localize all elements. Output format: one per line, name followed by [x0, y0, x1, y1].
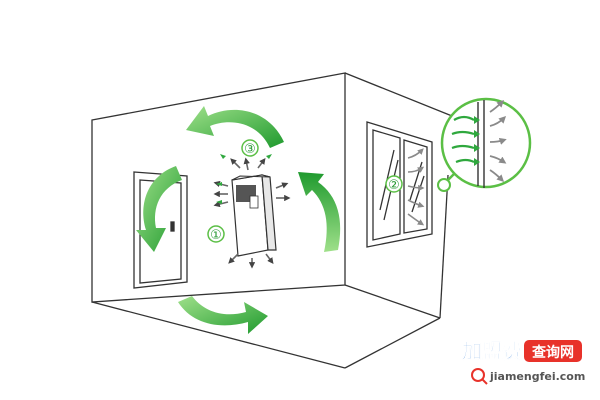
watermark-url: jiamengfei.com: [489, 370, 585, 383]
svg-text:①: ①: [210, 228, 222, 243]
marker-3: ③: [241, 139, 259, 157]
green-arrow-right: [298, 172, 341, 252]
watermark-tag: 查询网: [532, 344, 574, 361]
watermark-search-icon: [471, 368, 485, 382]
watermark-brand: 加盟费: [461, 339, 522, 363]
air-purifier: [231, 174, 277, 257]
room-outline: [91, 72, 463, 369]
watermark: 加盟费 查询网 jiamengfei.com: [461, 339, 585, 385]
marker-2: ②: [385, 175, 403, 193]
marker-1: ①: [207, 225, 225, 243]
green-arrow-top: [186, 106, 284, 148]
svg-text:②: ②: [388, 178, 400, 193]
window-flow-arrows: [407, 148, 425, 226]
magnifier-detail: [437, 97, 532, 192]
magnifier-handle-icon: [437, 178, 451, 192]
green-arrow-left: [136, 166, 182, 252]
green-arrow-bottom: [178, 296, 268, 334]
circulation-arrows: [136, 106, 341, 334]
door-handle: [170, 221, 175, 232]
svg-text:③: ③: [244, 142, 256, 157]
watermark-tag-pill[interactable]: [524, 340, 582, 362]
